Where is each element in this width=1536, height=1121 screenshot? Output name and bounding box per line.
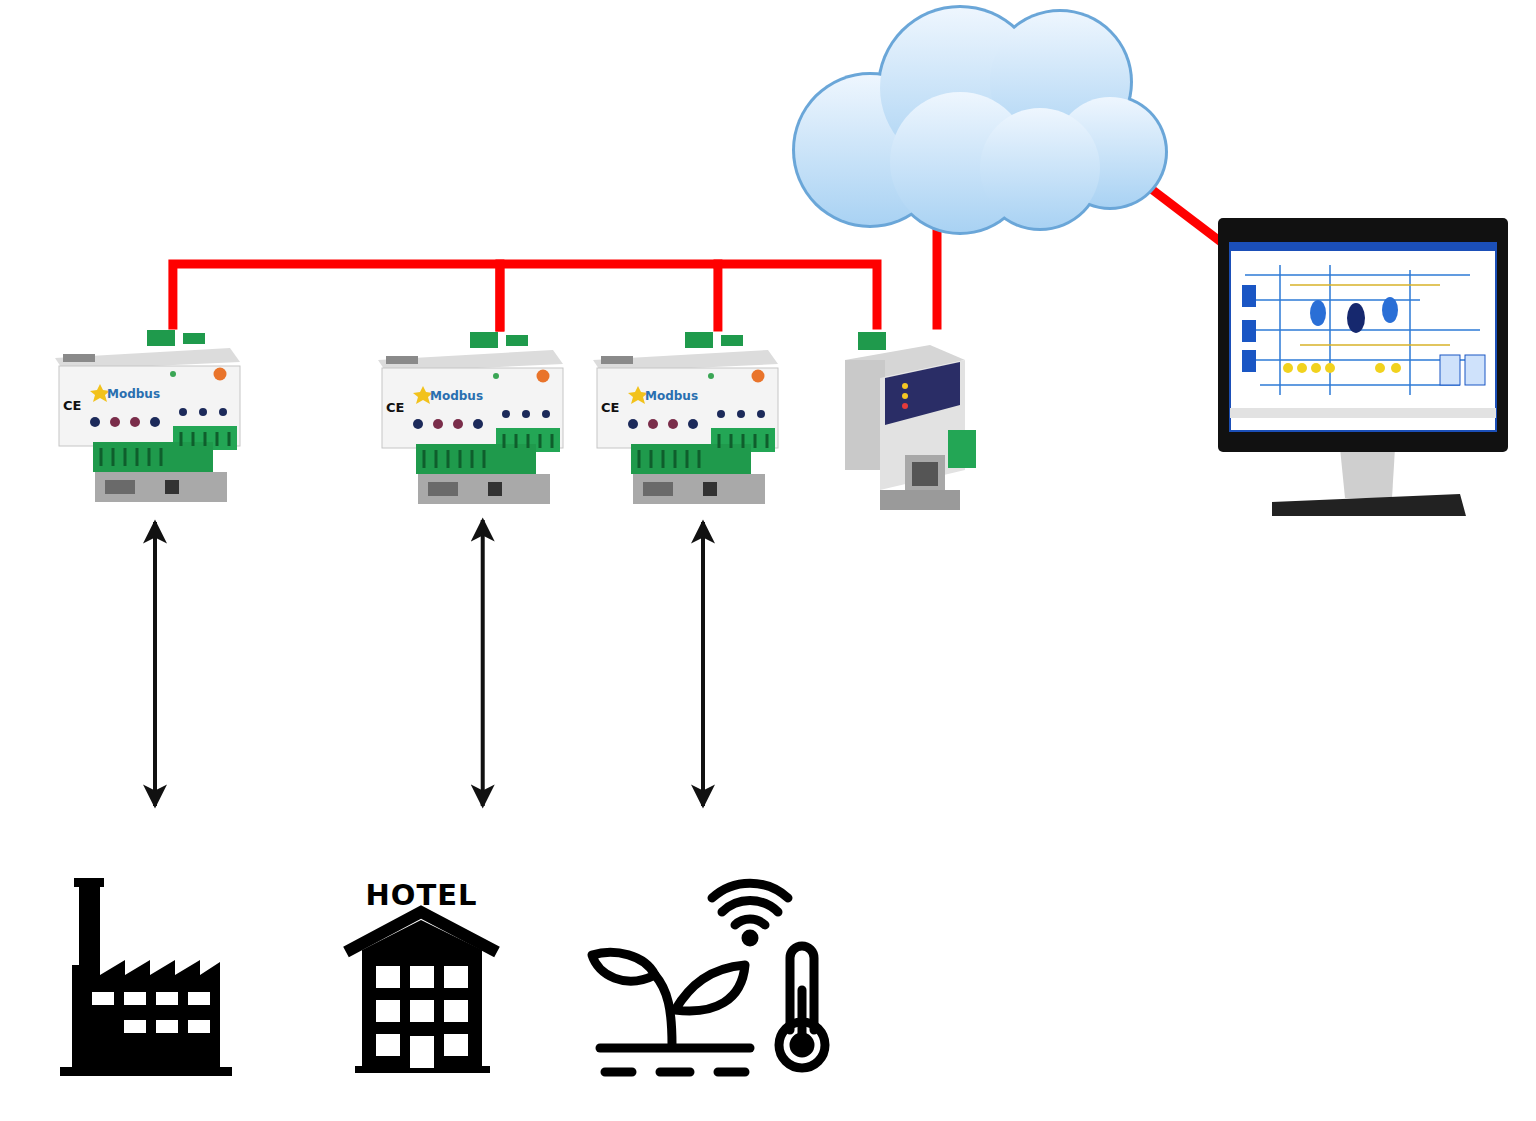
hotel-icon-part (444, 1034, 468, 1056)
gateway-device-part (905, 455, 945, 495)
scada-monitor-part (1283, 363, 1293, 373)
agriculture-sensor-icon-part (675, 965, 745, 1011)
gateway-device-part (948, 430, 976, 468)
factory-icon-part (79, 886, 100, 976)
io-module-part (55, 330, 240, 502)
factory-icon-part (92, 992, 114, 1005)
hotel-icon (346, 912, 497, 1073)
io-module-part (378, 332, 563, 504)
signal-arrow (481, 520, 485, 806)
factory-icon-part (60, 1067, 232, 1076)
mark-text: CE (63, 398, 81, 413)
scada-monitor-part (1325, 363, 1335, 373)
scada-monitor-part (1440, 355, 1460, 385)
signal-arrow-part (153, 522, 157, 806)
scada-monitor-part (1272, 494, 1466, 516)
agriculture-sensor-icon-part (735, 919, 765, 925)
io-module-box: CE Modbus (593, 332, 780, 502)
hotel-icon-part (362, 920, 482, 1068)
scada-monitor-part (1297, 363, 1307, 373)
brand-text: Modbus (645, 389, 698, 403)
agriculture-sensor-icon-part (605, 1068, 745, 1077)
cloud-part (980, 108, 1100, 228)
scada-monitor-part (1230, 408, 1496, 418)
bus-wire (173, 264, 500, 327)
mark-text: CE (601, 400, 619, 415)
factory-icon-part (124, 992, 146, 1005)
hotel-icon-part (376, 966, 400, 988)
io-module-box: CE Modbus (55, 330, 235, 505)
hotel-icon-part (376, 1034, 400, 1056)
hotel-icon-part (410, 966, 434, 988)
hotel-icon-part (410, 1000, 434, 1022)
scada-monitor-part (1310, 300, 1326, 326)
scada-monitor-part (1242, 350, 1256, 372)
factory-icon-part (124, 1020, 146, 1033)
io-module (55, 330, 778, 504)
gateway-device-part (858, 332, 886, 350)
gateway-device-part (902, 393, 908, 399)
scada-monitor-part (1218, 218, 1508, 452)
scada-monitor-part (1290, 285, 1450, 345)
signal-arrow-part (701, 522, 705, 806)
gateway-device-part (902, 383, 908, 389)
scada-monitor-part (1242, 285, 1256, 307)
factory-icon-part (156, 992, 178, 1005)
io-module-box: CE Modbus (378, 332, 565, 502)
gateway-device-part (845, 360, 885, 470)
agriculture-sensor-icon-part (592, 952, 655, 981)
hotel-icon-part (444, 966, 468, 988)
signal-arrow (155, 522, 703, 806)
factory-icon-part (188, 1020, 210, 1033)
scada-monitor-part (1230, 243, 1496, 251)
red-bus-part (1150, 188, 1225, 245)
factory-icon-part (74, 878, 104, 887)
scada-monitor-part (1340, 448, 1395, 498)
mark-text: CE (386, 400, 404, 415)
cloud (792, 5, 1168, 235)
scada-monitor-part (1465, 355, 1485, 385)
red-bus-part (933, 218, 942, 325)
scada-monitor-part (1375, 363, 1385, 373)
red-bus-part (718, 264, 877, 325)
gateway-device-part (912, 462, 938, 486)
sign-text: HOTEL (343, 878, 500, 912)
brand-text: Modbus (430, 389, 483, 403)
gateway-device-part (902, 403, 908, 409)
gateway-device-part (880, 490, 960, 510)
factory-icon-part (72, 960, 220, 1068)
scada-monitor-part (1242, 320, 1256, 342)
brand-text: Modbus (107, 387, 160, 401)
agriculture-sensor-icon-part (722, 901, 778, 912)
agriculture-sensor-icon-part (712, 883, 788, 898)
scada-monitor-part (1347, 303, 1365, 333)
scada-monitor-part (1245, 265, 1480, 395)
factory-icon-part (188, 992, 210, 1005)
scada-monitor-part (1230, 243, 1496, 431)
scada-monitor-part (1311, 363, 1321, 373)
hotel-building: HOTEL (343, 878, 500, 1072)
bus-wire (500, 264, 718, 327)
scada-monitor-part (1382, 297, 1398, 323)
scada-monitor (1218, 218, 1508, 516)
factory-icon (60, 878, 232, 1076)
agriculture-sensor-icon-part (746, 934, 754, 942)
agriculture-sensor-icon-part (655, 975, 672, 1045)
io-module-part (593, 332, 778, 504)
gateway-device (845, 332, 976, 510)
hotel-icon-part (376, 1000, 400, 1022)
agriculture-sensor-icon-part (600, 1044, 750, 1053)
gateway-device-part (880, 360, 965, 490)
agriculture-sensor-icon (592, 883, 825, 1072)
hotel-icon-part (410, 1036, 434, 1068)
hotel-icon-part (444, 1000, 468, 1022)
gateway-device-part (885, 362, 960, 425)
scada-monitor-part (1391, 363, 1401, 373)
agriculture-sensor-icon-part (798, 990, 807, 1040)
factory-icon-part (156, 1020, 178, 1033)
